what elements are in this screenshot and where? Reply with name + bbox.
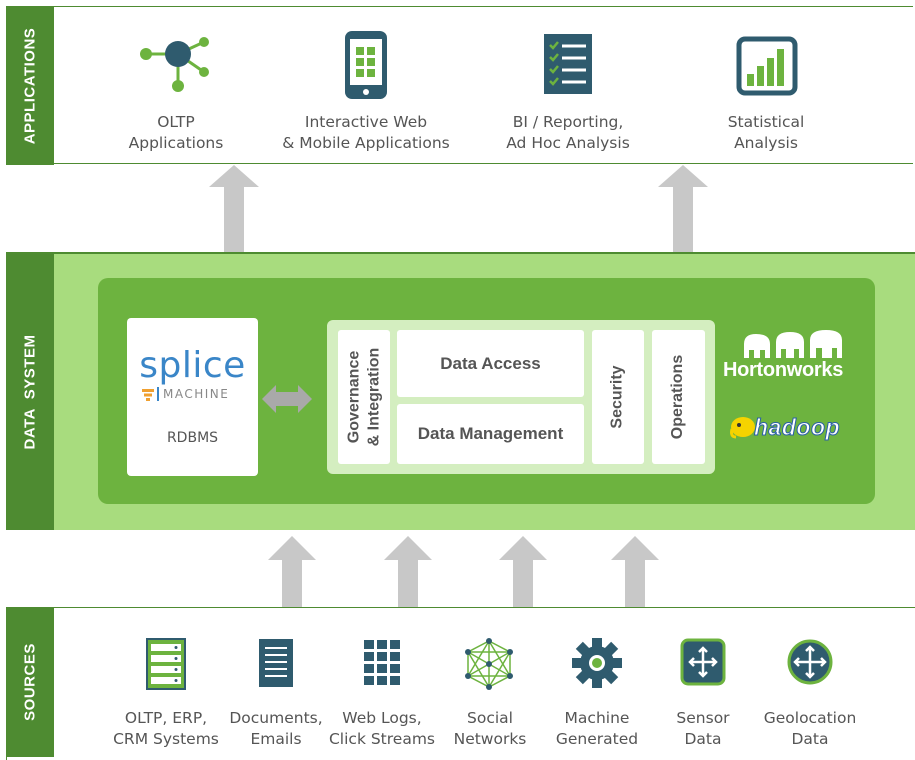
hortonworks-elephants-icon bbox=[744, 330, 842, 358]
geolocation-icon bbox=[787, 639, 833, 685]
governance-cell: Governance& Integration bbox=[338, 330, 390, 464]
data-system-title: DATA SYSTEM bbox=[21, 334, 39, 449]
gear-icon bbox=[572, 638, 622, 688]
up-arrow-3 bbox=[499, 536, 547, 608]
up-arrow-2 bbox=[384, 536, 432, 608]
security-cell: Security bbox=[592, 330, 644, 464]
server-rack-icon bbox=[146, 638, 186, 690]
hadoop-elephant-icon bbox=[730, 417, 755, 439]
hadoop-logo-text: hadoop bbox=[753, 414, 841, 441]
applications-band-label: APPLICATIONS bbox=[6, 6, 54, 165]
splice-logo-mark-icon bbox=[142, 389, 154, 401]
checklist-icon bbox=[544, 34, 592, 94]
bar-chart-icon bbox=[736, 36, 798, 96]
operations-cell: Operations bbox=[652, 330, 705, 464]
network-node-icon bbox=[140, 37, 209, 92]
social-network-icon bbox=[465, 638, 513, 690]
sensor-icon bbox=[680, 638, 726, 686]
double-arrow-left bbox=[209, 165, 259, 275]
source-caption-oltp: OLTP, ERP,CRM Systems bbox=[113, 709, 219, 748]
data-system-band-label: DATA SYSTEM bbox=[6, 253, 54, 530]
source-caption-documents: Documents,Emails bbox=[229, 709, 323, 748]
data-access-cell: Data Access bbox=[397, 330, 584, 397]
sources-band-label: SOURCES bbox=[6, 607, 54, 757]
data-system-topline bbox=[6, 252, 915, 254]
sources-title: SOURCES bbox=[21, 643, 39, 721]
splice-logo-bar bbox=[157, 387, 159, 401]
data-management-cell: Data Management bbox=[397, 404, 584, 464]
app-caption-interactive: Interactive Web& Mobile Applications bbox=[282, 113, 450, 152]
horizontal-double-arrow bbox=[262, 385, 312, 413]
up-arrow-1 bbox=[268, 536, 316, 608]
hortonworks-logo-text: Hortonworks bbox=[723, 359, 844, 381]
rdbms-label: RDBMS bbox=[166, 430, 219, 446]
splice-machine-box: splice MACHINE RDBMS bbox=[127, 318, 258, 476]
document-icon bbox=[259, 639, 293, 687]
source-caption-weblogs: Web Logs,Click Streams bbox=[328, 709, 436, 748]
up-arrow-4 bbox=[611, 536, 659, 608]
mobile-app-icon bbox=[345, 31, 387, 99]
splice-logo-word: splice bbox=[139, 345, 246, 386]
app-caption-bi: BI / Reporting,Ad Hoc Analysis bbox=[506, 113, 630, 152]
splice-logo-sub: MACHINE bbox=[163, 387, 230, 401]
applications-title: APPLICATIONS bbox=[21, 27, 39, 144]
grid-icon bbox=[364, 640, 400, 685]
double-arrow-right bbox=[658, 165, 708, 275]
